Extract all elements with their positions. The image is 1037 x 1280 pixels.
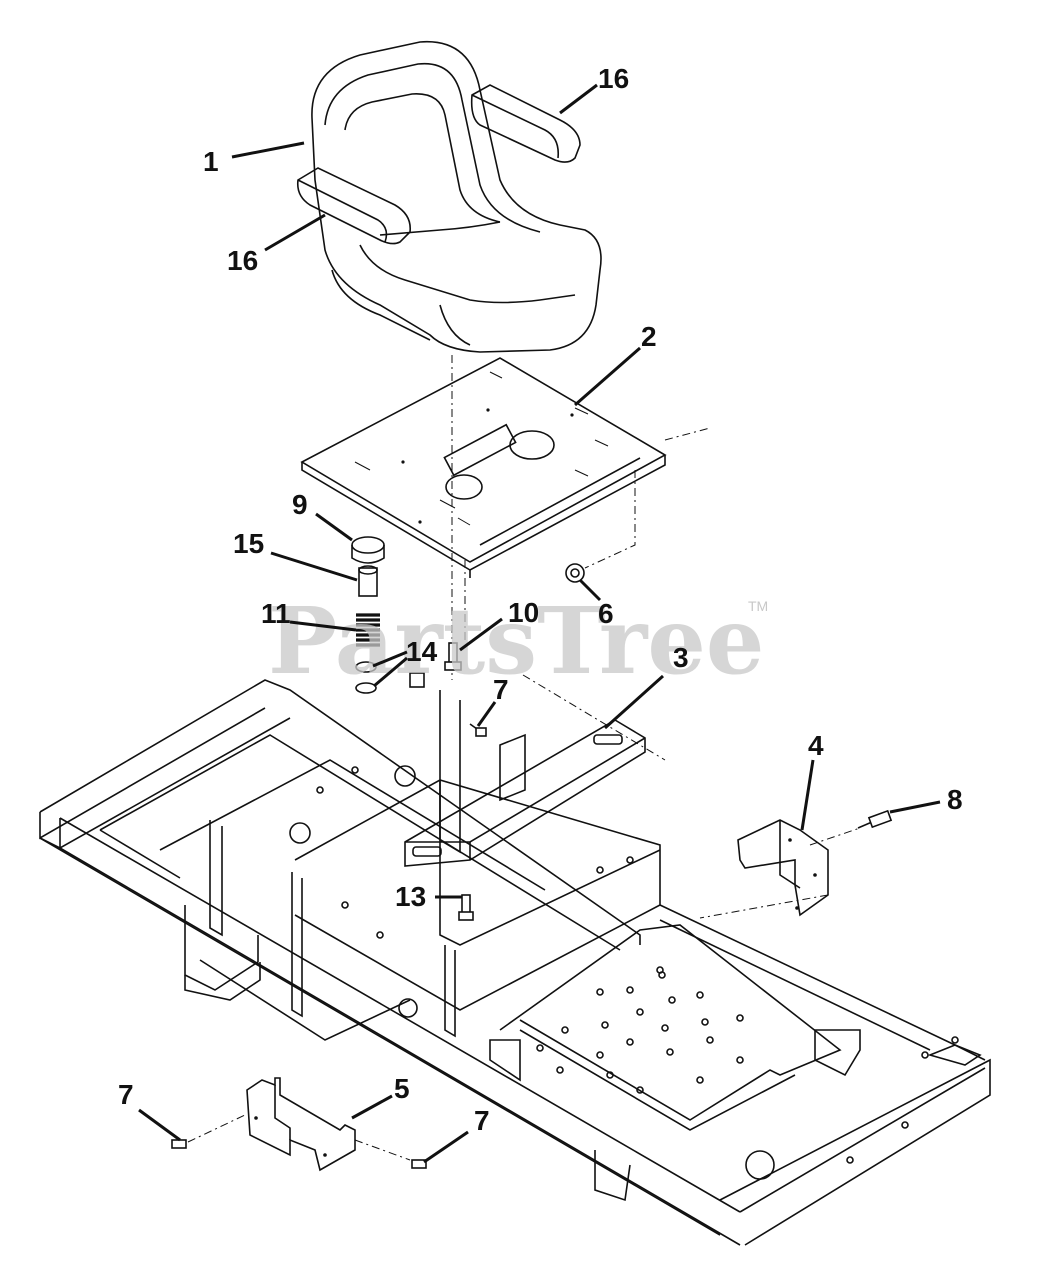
- callout-2: 2: [641, 321, 657, 352]
- watermark-text: PartsTree: [268, 587, 764, 695]
- callout-9: 9: [292, 489, 308, 520]
- bumper-part-9: [351, 536, 385, 564]
- callout-5: 5: [394, 1073, 410, 1104]
- mower-frame: [39, 679, 991, 1246]
- spacer-part-15: [358, 565, 378, 597]
- seat: [296, 40, 602, 353]
- bolt-part-7-right: [354, 1139, 427, 1169]
- callout-14: 14: [406, 636, 438, 667]
- bolt-part-13: [458, 894, 474, 921]
- seat-pan: [300, 357, 667, 578]
- callout-1: 1: [203, 146, 219, 177]
- spring-part-11: [356, 613, 380, 647]
- callout-13: 13: [395, 881, 426, 912]
- bracket-part-5: [246, 1077, 356, 1172]
- washers-part-14: [355, 661, 425, 694]
- callouts: 1 16 16 2 9 15 11 14 10 6 3 7 4 8 13 5: [118, 63, 963, 1164]
- floor-pan-holes: [536, 966, 744, 1094]
- callout-4: 4: [808, 730, 824, 761]
- callout-16-left: 16: [227, 245, 258, 276]
- bolt-part-7-left: [171, 1114, 246, 1149]
- callout-7-left: 7: [118, 1079, 134, 1110]
- callout-11: 11: [261, 598, 291, 629]
- bracket-part-4: [737, 819, 829, 917]
- callout-10: 10: [508, 597, 539, 628]
- callout-6: 6: [598, 598, 614, 629]
- bolt-part-7-upper: [469, 723, 487, 737]
- callout-3: 3: [673, 642, 689, 673]
- bolt-part-8: [699, 809, 893, 919]
- bolt-part-10: [444, 642, 462, 671]
- callout-16-top: 16: [598, 63, 629, 94]
- callout-8: 8: [947, 784, 963, 815]
- nut-part-6: [565, 563, 585, 583]
- callout-7-upper: 7: [493, 674, 509, 705]
- watermark-trademark: TM: [748, 598, 768, 614]
- seat-bracket-part-3: [404, 719, 646, 867]
- callout-7-right: 7: [474, 1105, 490, 1136]
- callout-15: 15: [233, 528, 264, 559]
